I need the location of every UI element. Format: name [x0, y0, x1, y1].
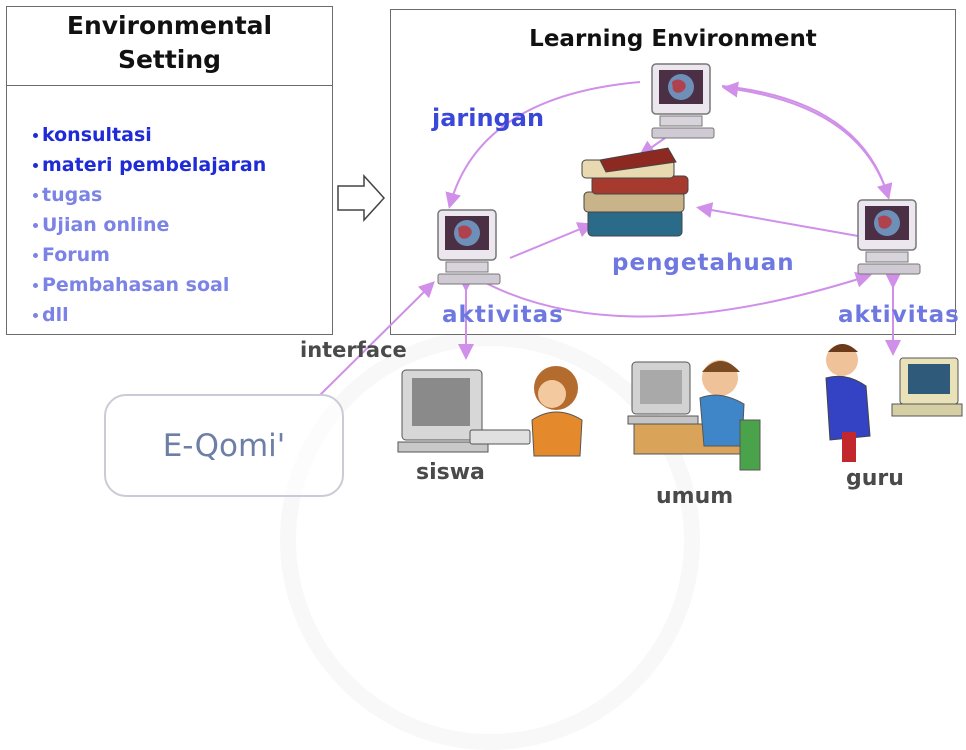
siswa-illustration [397, 366, 583, 457]
list-item-label: Forum [42, 244, 110, 266]
list-item: Pembahasan soal [33, 270, 332, 300]
interface-label: interface [300, 338, 407, 362]
title-line-1: Environmental [66, 11, 273, 40]
list-item: Ujian online [33, 210, 332, 240]
eqomi-box: E-Qomi' [104, 394, 344, 497]
arrow-right-top [722, 81, 889, 197]
arrow-top-books [638, 137, 666, 157]
diagram-graphics [319, 63, 963, 471]
arrow-left-books [509, 222, 594, 259]
list-item-label: materi pembelajaran [42, 154, 267, 176]
bullet-icon [33, 163, 38, 168]
arrow-left-right [479, 272, 872, 318]
environmental-setting-box: Environmental Setting konsultasi materi … [6, 6, 333, 335]
arrow-jaringan-left [445, 81, 641, 209]
computer-right-icon [857, 199, 921, 275]
bullet-icon [33, 133, 38, 138]
aktivitas-left-label: aktivitas [442, 302, 564, 328]
bullet-icon [33, 193, 38, 198]
list-item: konsultasi [33, 120, 332, 150]
list-item-label: dll [42, 304, 69, 326]
eqomi-label: E-Qomi' [162, 427, 286, 464]
arrow-right-books [696, 202, 859, 237]
list-item: materi pembelajaran [33, 150, 332, 180]
transition-arrow-icon [337, 174, 386, 222]
diagram-canvas: Environmental Setting konsultasi materi … [6, 6, 963, 750]
list-item: tugas [33, 180, 332, 210]
learning-environment-title: Learning Environment [529, 26, 817, 52]
books-icon [581, 147, 689, 237]
aktivitas-right-label: aktivitas [838, 302, 960, 328]
bullet-icon [33, 313, 38, 318]
jaringan-label: jaringan [432, 104, 545, 132]
arrow-interface [319, 281, 435, 396]
list-item: dll [33, 300, 332, 330]
list-item-label: Pembahasan soal [42, 274, 230, 296]
computer-left-icon [437, 209, 501, 285]
guru-illustration [825, 344, 963, 462]
list-item-label: konsultasi [42, 124, 152, 146]
list-item: Forum [33, 240, 332, 270]
environmental-setting-title: Environmental Setting [7, 7, 332, 86]
list-item-label: Ujian online [42, 214, 170, 236]
arrow-top-right [721, 85, 893, 200]
pengetahuan-label: pengetahuan [612, 250, 795, 276]
umum-illustration [627, 360, 761, 471]
computer-top-icon [651, 63, 715, 139]
siswa-label: siswa [416, 460, 485, 485]
guru-label: guru [846, 466, 904, 491]
list-item-label: tugas [42, 184, 103, 206]
bullet-icon [33, 253, 38, 258]
umum-label: umum [656, 484, 734, 509]
title-line-2: Setting [117, 45, 222, 74]
setting-item-list: konsultasi materi pembelajaran tugas Uji… [7, 86, 332, 330]
bullet-icon [33, 283, 38, 288]
bullet-icon [33, 223, 38, 228]
